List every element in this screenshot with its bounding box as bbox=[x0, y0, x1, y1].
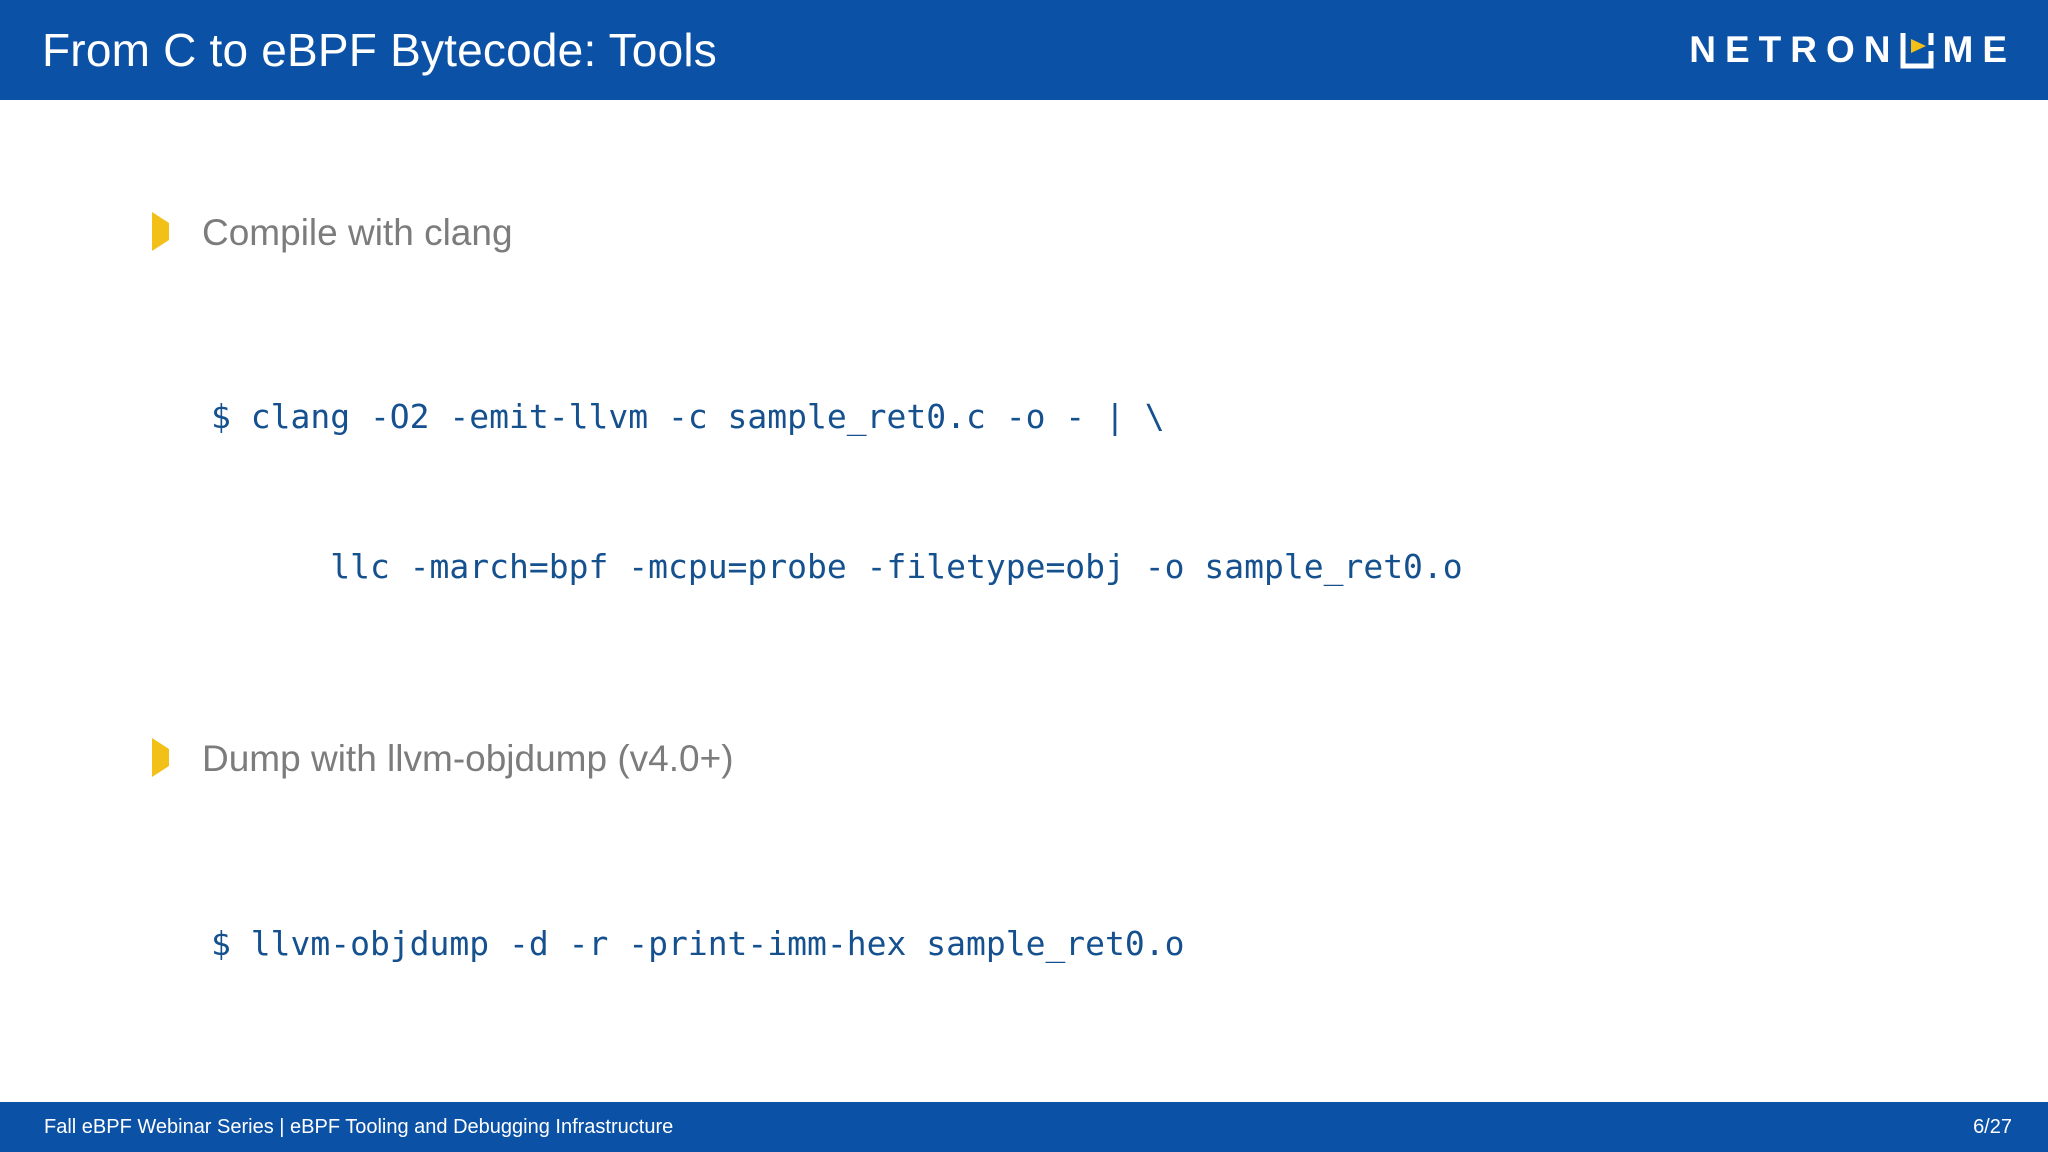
code-block-objdump: $ llvm-objdump -d -r -print-imm-hex samp… bbox=[0, 819, 2048, 1152]
bullet-label: Dump with llvm-objdump (v4.0+) bbox=[202, 738, 734, 780]
netronome-logo: NETRON ME bbox=[1689, 29, 2048, 71]
logo-text-after: ME bbox=[1942, 29, 2016, 70]
slide-header: From C to eBPF Bytecode: Tools NETRON ME bbox=[0, 0, 2048, 100]
bullet-triangle-icon bbox=[152, 736, 182, 778]
slide-footer: Fall eBPF Webinar Series | eBPF Tooling … bbox=[0, 1102, 2048, 1152]
code-line: llc -march=bpf -mcpu=probe -filetype=obj… bbox=[211, 547, 1463, 587]
logo-wordmark: NETRON ME bbox=[1689, 29, 2016, 71]
page-title: From C to eBPF Bytecode: Tools bbox=[42, 24, 717, 76]
bullet-label: Compile with clang bbox=[202, 212, 513, 253]
code-line: $ llvm-objdump -d -r -print-imm-hex samp… bbox=[211, 923, 1185, 963]
footer-series-title: Fall eBPF Webinar Series | eBPF Tooling … bbox=[44, 1115, 674, 1138]
logo-text-before: NETRON bbox=[1689, 29, 1900, 70]
code-line: $ clang -O2 -emit-llvm -c sample_ret0.c … bbox=[211, 397, 1165, 437]
slide-page-number: 6/27 bbox=[1973, 1115, 2012, 1138]
slide-content: Compile with clang $ clang -O2 -emit-llv… bbox=[0, 100, 2048, 1102]
code-block-clang: $ clang -O2 -emit-llvm -c sample_ret0.c … bbox=[0, 292, 2048, 692]
bullet-triangle-icon bbox=[152, 210, 182, 251]
bullet-item-dump: Dump with llvm-objdump (v4.0+) bbox=[0, 736, 2048, 782]
play-triangle-in-o-icon bbox=[1900, 31, 1934, 69]
bullet-item-compile: Compile with clang bbox=[0, 210, 2048, 256]
